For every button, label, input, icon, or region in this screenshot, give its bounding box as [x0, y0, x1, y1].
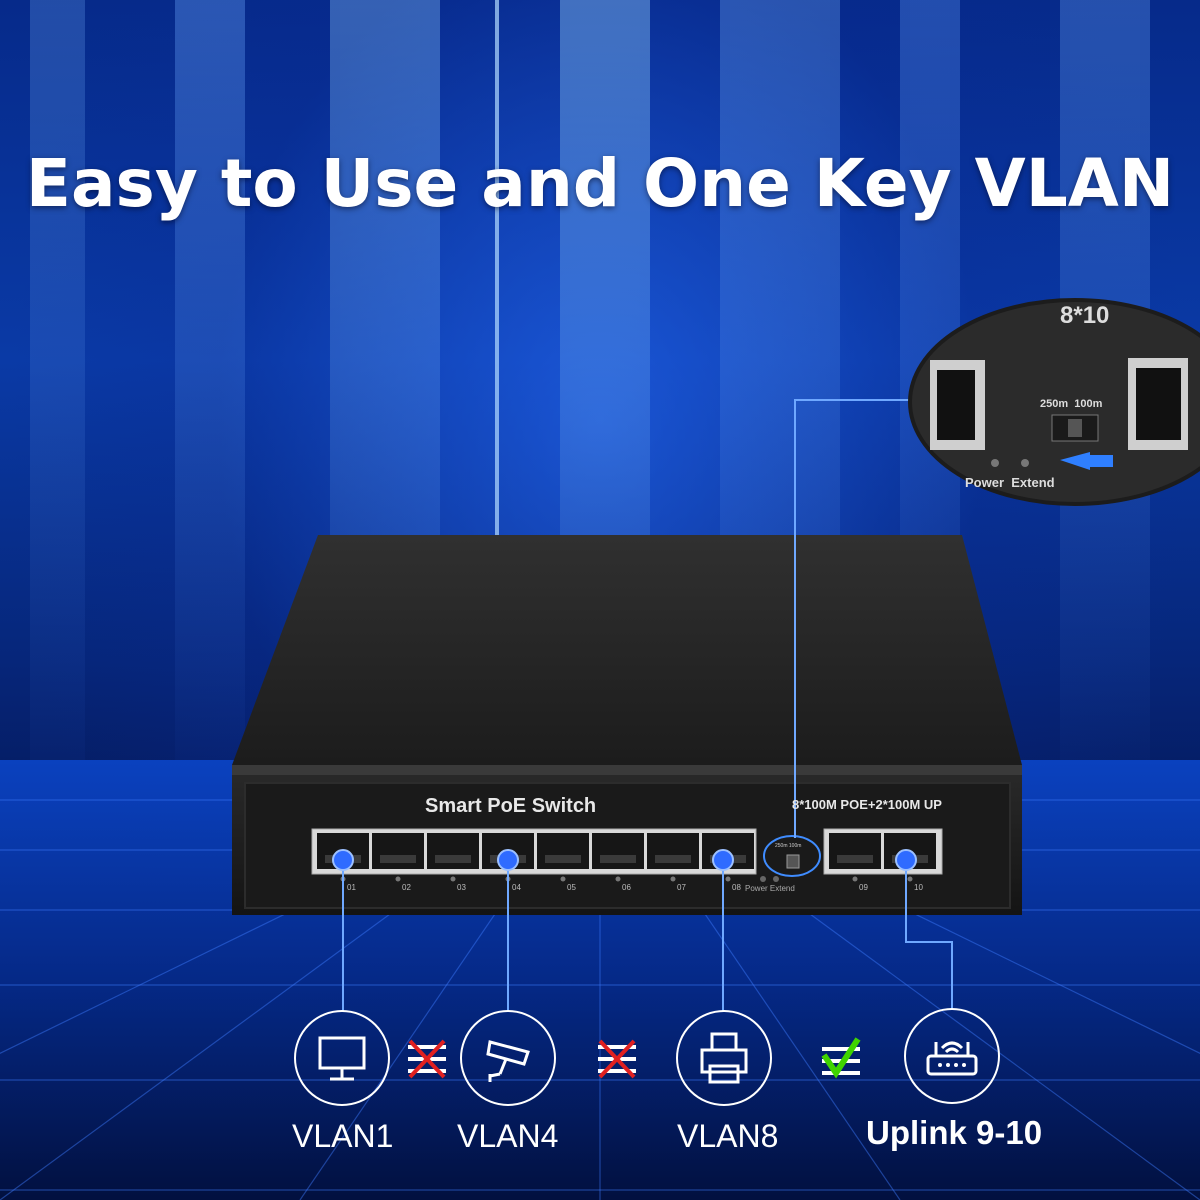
- monitor-icon: [294, 1010, 390, 1106]
- light-bar: [495, 0, 499, 560]
- rj45-port-contacts: [380, 855, 416, 863]
- allowed-mark: [821, 1037, 861, 1079]
- port-led: [560, 876, 566, 882]
- rj45-port-5[interactable]: [537, 833, 589, 869]
- switch-spec-label: 8*100M POE+2*100M UP: [792, 797, 942, 812]
- port-number-label: 05: [567, 883, 576, 892]
- port-led: [670, 876, 676, 882]
- rj45-port-9[interactable]: [829, 833, 881, 869]
- switch-brand-label: Smart PoE Switch: [425, 795, 597, 817]
- headline: Easy to Use and One Key VLAN: [25, 145, 1175, 222]
- port-led: [450, 876, 456, 882]
- zoom-inset: [908, 298, 1200, 506]
- printer-icon: [676, 1010, 772, 1106]
- uplink-label: Uplink 9-10: [866, 1114, 1043, 1151]
- cctv-camera-icon: [460, 1010, 556, 1106]
- switch-dip-label: 250m 100m: [775, 843, 802, 849]
- port-number-label: 01: [347, 883, 356, 892]
- port-number-label: 02: [402, 883, 411, 892]
- port-number-label: 04: [512, 883, 521, 892]
- inset-top-text: 8*10: [1060, 302, 1110, 329]
- rj45-port-contacts: [435, 855, 471, 863]
- vlan-port-markers: [332, 849, 917, 871]
- rj45-port-contacts: [655, 855, 691, 863]
- rj45-port-contacts: [600, 855, 636, 863]
- vlan1-label: VLAN1: [292, 1118, 394, 1154]
- inset-led-label: Power Extend: [965, 475, 1055, 490]
- connection-lines: [342, 399, 953, 1012]
- blocked-mark: [598, 1039, 636, 1079]
- dip-switch[interactable]: [786, 854, 800, 869]
- rj45-port-2[interactable]: [372, 833, 424, 869]
- rj45-port-contacts: [837, 855, 873, 863]
- port-number-label: 06: [622, 883, 631, 892]
- port-number-label: 03: [457, 883, 466, 892]
- rj45-port-6[interactable]: [592, 833, 644, 869]
- port-led: [395, 876, 401, 882]
- port-led: [725, 876, 731, 882]
- port-number-label: 10: [914, 883, 923, 892]
- rj45-port-7[interactable]: [647, 833, 699, 869]
- vlan8-label: VLAN8: [677, 1118, 779, 1154]
- switch-led-label: Power Extend: [745, 884, 795, 893]
- light-bar: [30, 0, 85, 760]
- port-number-label: 08: [732, 883, 741, 892]
- rj45-port-contacts: [545, 855, 581, 863]
- vlan4-label: VLAN4: [457, 1118, 559, 1154]
- port-number-label: 09: [859, 883, 868, 892]
- port-led: [907, 876, 913, 882]
- rj45-port-3[interactable]: [427, 833, 479, 869]
- extend-led: [773, 876, 779, 882]
- switch-top-face: [232, 535, 1022, 765]
- blocked-mark: [408, 1039, 446, 1079]
- inset-dip-label: 250m 100m: [1040, 398, 1103, 410]
- dip-switch-highlight: [763, 835, 821, 877]
- light-bar: [175, 0, 245, 760]
- port-led: [852, 876, 858, 882]
- port-led: [615, 876, 621, 882]
- port-number-label: 07: [677, 883, 686, 892]
- router-icon: [904, 1008, 1000, 1104]
- power-led: [760, 876, 766, 882]
